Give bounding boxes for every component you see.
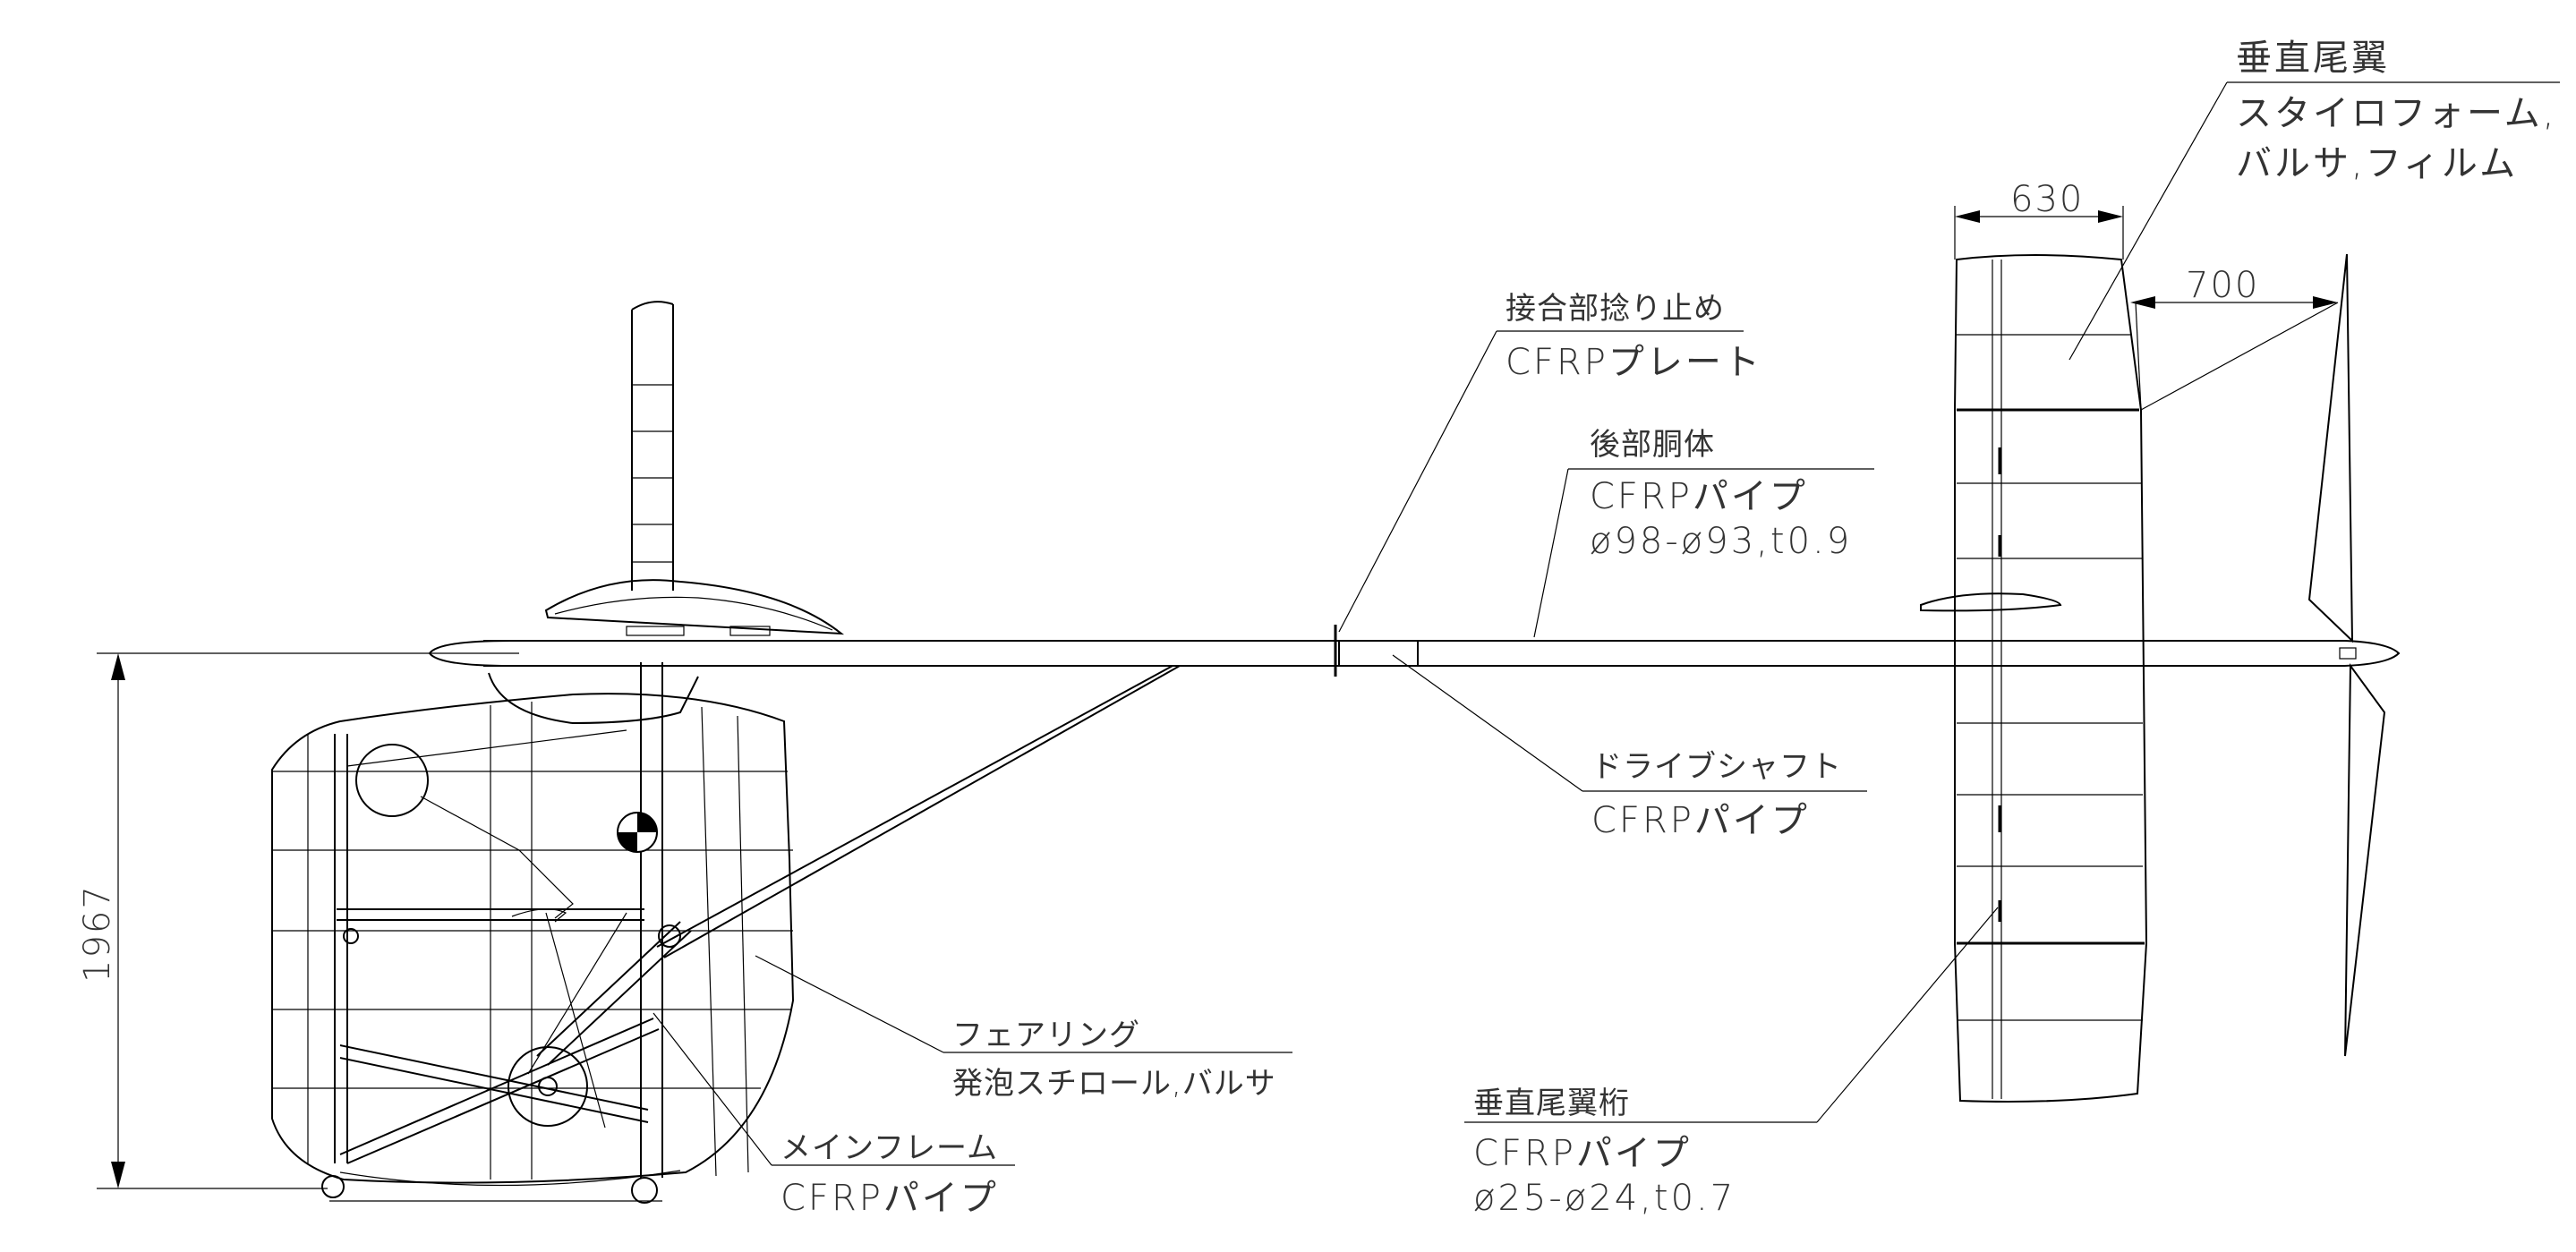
crank-arm xyxy=(536,921,681,1057)
crank-axle xyxy=(538,1077,558,1096)
arrow-left xyxy=(1955,210,1980,223)
fairing xyxy=(271,672,795,1202)
dimension-height: 1967 xyxy=(77,652,519,1189)
wing-root-inner xyxy=(554,596,833,631)
chainring xyxy=(508,1046,588,1127)
leader-line xyxy=(755,955,944,1053)
bottom-tube xyxy=(339,1057,649,1123)
mast-outline xyxy=(631,301,674,591)
label-vertical-tail-spar: 垂直尾翼桁 CFRPパイプ ø25-ø24,t0.7 xyxy=(1464,907,1999,1219)
label-fairing: フェアリング 発泡スチロール,バルサ xyxy=(755,955,1292,1102)
front-wheel xyxy=(321,1175,345,1198)
arrow-bottom xyxy=(111,1162,125,1188)
rear-fuselage-material: CFRPパイプ xyxy=(1590,476,1808,517)
vertical-tail-material-2: バルサ,フィルム xyxy=(2236,143,2518,184)
leader-line xyxy=(1533,468,1569,638)
tail-tip-chord-value: 700 xyxy=(2186,265,2259,306)
drive-shaft-material: CFRPパイプ xyxy=(1591,800,1810,841)
mount-plate xyxy=(729,626,771,636)
rear-wheel xyxy=(631,1177,658,1204)
seat-back xyxy=(420,796,574,919)
fairing-stringer xyxy=(737,715,749,1173)
main-frame-material: CFRPパイプ xyxy=(780,1178,999,1219)
leader-line xyxy=(653,1012,772,1166)
tail-cone xyxy=(2344,640,2401,667)
vertical-tail-title: 垂直尾翼 xyxy=(2236,38,2390,79)
joint-title: 接合部捻り止め xyxy=(1506,291,1725,327)
front-cone xyxy=(428,640,511,667)
tail-root-chord-value: 630 xyxy=(2010,179,2084,220)
diagonal-tube xyxy=(339,1018,654,1155)
fairing-title: フェアリング xyxy=(952,1018,1140,1053)
tail-spar-material: CFRPパイプ xyxy=(1473,1133,1692,1174)
fairing-stringer xyxy=(701,706,717,1177)
head-circle xyxy=(355,744,429,817)
label-drive-shaft: ドライブシャフト CFRPパイプ xyxy=(1392,654,1867,841)
dimension-tail-tip-chord: 700 xyxy=(2130,265,2339,411)
propeller xyxy=(2307,253,2386,1057)
mast xyxy=(428,301,845,667)
label-vertical-tail: 垂直尾翼 スタイロフォーム, バルサ,フィルム xyxy=(2068,38,2560,361)
dimension-tail-root-chord: 630 xyxy=(1954,179,2124,260)
extension-line xyxy=(2135,302,2142,411)
wing-root-airfoil xyxy=(544,579,845,635)
horizontal-stabilizer-airfoil xyxy=(1920,592,2062,612)
main-frame xyxy=(321,662,692,1204)
keel-line xyxy=(339,1170,681,1187)
vertical-tail xyxy=(1920,254,2148,1103)
arrow-left xyxy=(2130,296,2155,309)
center-of-gravity-icon xyxy=(617,812,658,853)
label-rear-fuselage: 後部胴体 CFRPパイプ ø98-ø93,t0.9 xyxy=(1533,427,1874,638)
label-main-frame: メインフレーム CFRPパイプ xyxy=(653,1012,1015,1219)
tail-outline xyxy=(1954,254,2148,1103)
leader-line xyxy=(2068,81,2228,361)
drive-shaft-title: ドライブシャフト xyxy=(1591,749,1842,785)
height-dimension-value: 1967 xyxy=(77,884,118,983)
tail-spar-title: 垂直尾翼桁 xyxy=(1473,1086,1630,1121)
diagonal-tube xyxy=(346,1028,660,1164)
vertical-tail-material-1: スタイロフォーム, xyxy=(2236,93,2557,134)
pulley xyxy=(658,924,681,948)
tail-bearing xyxy=(2339,647,2357,660)
handle xyxy=(511,908,567,923)
arrow-right xyxy=(2098,210,2123,223)
leader-line xyxy=(1816,907,1999,1123)
fairing-material: 発泡スチロール,バルサ xyxy=(952,1066,1276,1102)
crank-arm xyxy=(547,930,692,1066)
extension-line xyxy=(2140,302,2339,411)
rear-fuselage-title: 後部胴体 xyxy=(1590,427,1715,463)
rear-fuselage-spec: ø98-ø93,t0.9 xyxy=(1590,521,1852,562)
diagonal-strut xyxy=(656,665,1181,958)
main-frame-title: メインフレーム xyxy=(780,1130,998,1166)
propeller-blade-upper xyxy=(2307,253,2354,643)
propeller-blade-lower xyxy=(2344,662,2386,1057)
tail-spar-spec: ø25-ø24,t0.7 xyxy=(1473,1178,1736,1219)
label-joint: 接合部捻り止め CFRPプレート xyxy=(1338,291,1762,633)
seat-bolt xyxy=(343,928,359,944)
frame-brace xyxy=(346,729,627,767)
arrow-top xyxy=(111,653,125,680)
rear-fuselage-boom xyxy=(483,625,2401,677)
frame-brace xyxy=(545,912,606,1129)
canopy-top xyxy=(488,672,699,725)
mount-plate xyxy=(626,626,685,636)
joint-material: CFRPプレート xyxy=(1506,342,1762,383)
arrow-right xyxy=(2313,296,2338,309)
leader-line xyxy=(1392,654,1583,792)
strut-edge xyxy=(656,665,1173,948)
strut-edge xyxy=(663,665,1181,958)
leader-line xyxy=(1338,330,1497,633)
fairing-outline xyxy=(271,693,795,1184)
